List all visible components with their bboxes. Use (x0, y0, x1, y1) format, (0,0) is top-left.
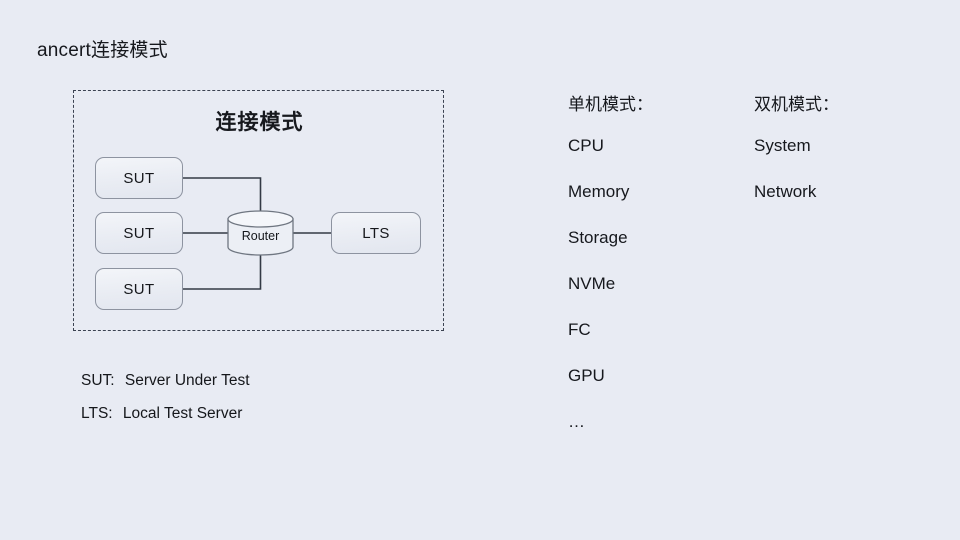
node-sut-1[interactable]: SUT (95, 157, 183, 199)
node-router[interactable]: Router (227, 210, 294, 256)
mode-item-gpu: GPU (568, 366, 605, 385)
legend-text: Local Test Server (122, 405, 243, 422)
mode-item-network: Network (754, 182, 817, 201)
legend-row-lts: LTS: Local Test Server (81, 405, 250, 423)
legend-key: SUT: (81, 372, 115, 389)
legend-text: Server Under Test (124, 372, 250, 389)
page-title: ancert连接模式 (37, 40, 168, 61)
mode-heading-dual: 双机模式： (754, 95, 839, 114)
node-sut-2[interactable]: SUT (95, 212, 183, 254)
node-sut-3[interactable]: SUT (95, 268, 183, 310)
diagram-frame: 连接模式 (73, 90, 444, 331)
legend-row-sut: SUT: Server Under Test (81, 372, 250, 390)
legend-key: LTS: (81, 405, 113, 422)
mode-item-nvme: NVMe (568, 274, 616, 293)
node-label: LTS (362, 224, 390, 242)
mode-item-cpu: CPU (568, 136, 604, 155)
mode-item-storage: Storage (568, 228, 628, 247)
mode-item-fc: FC (568, 320, 591, 339)
node-label: SUT (123, 280, 155, 298)
mode-item-ellipsis: … (568, 412, 585, 431)
mode-item-system: System (754, 136, 811, 155)
mode-item-memory: Memory (568, 182, 630, 201)
mode-column-dual: 双机模式： System Network (754, 90, 839, 202)
node-label: SUT (123, 169, 155, 187)
diagram-heading: 连接模式 (215, 111, 304, 134)
node-lts[interactable]: LTS (331, 212, 421, 254)
node-label: SUT (123, 224, 155, 242)
legend: SUT: Server Under Test LTS: Local Test S… (81, 372, 250, 438)
cylinder-icon (227, 210, 294, 256)
mode-column-single: 单机模式： CPU Memory Storage NVMe FC GPU … (568, 90, 653, 432)
mode-heading-single: 单机模式： (568, 95, 653, 114)
